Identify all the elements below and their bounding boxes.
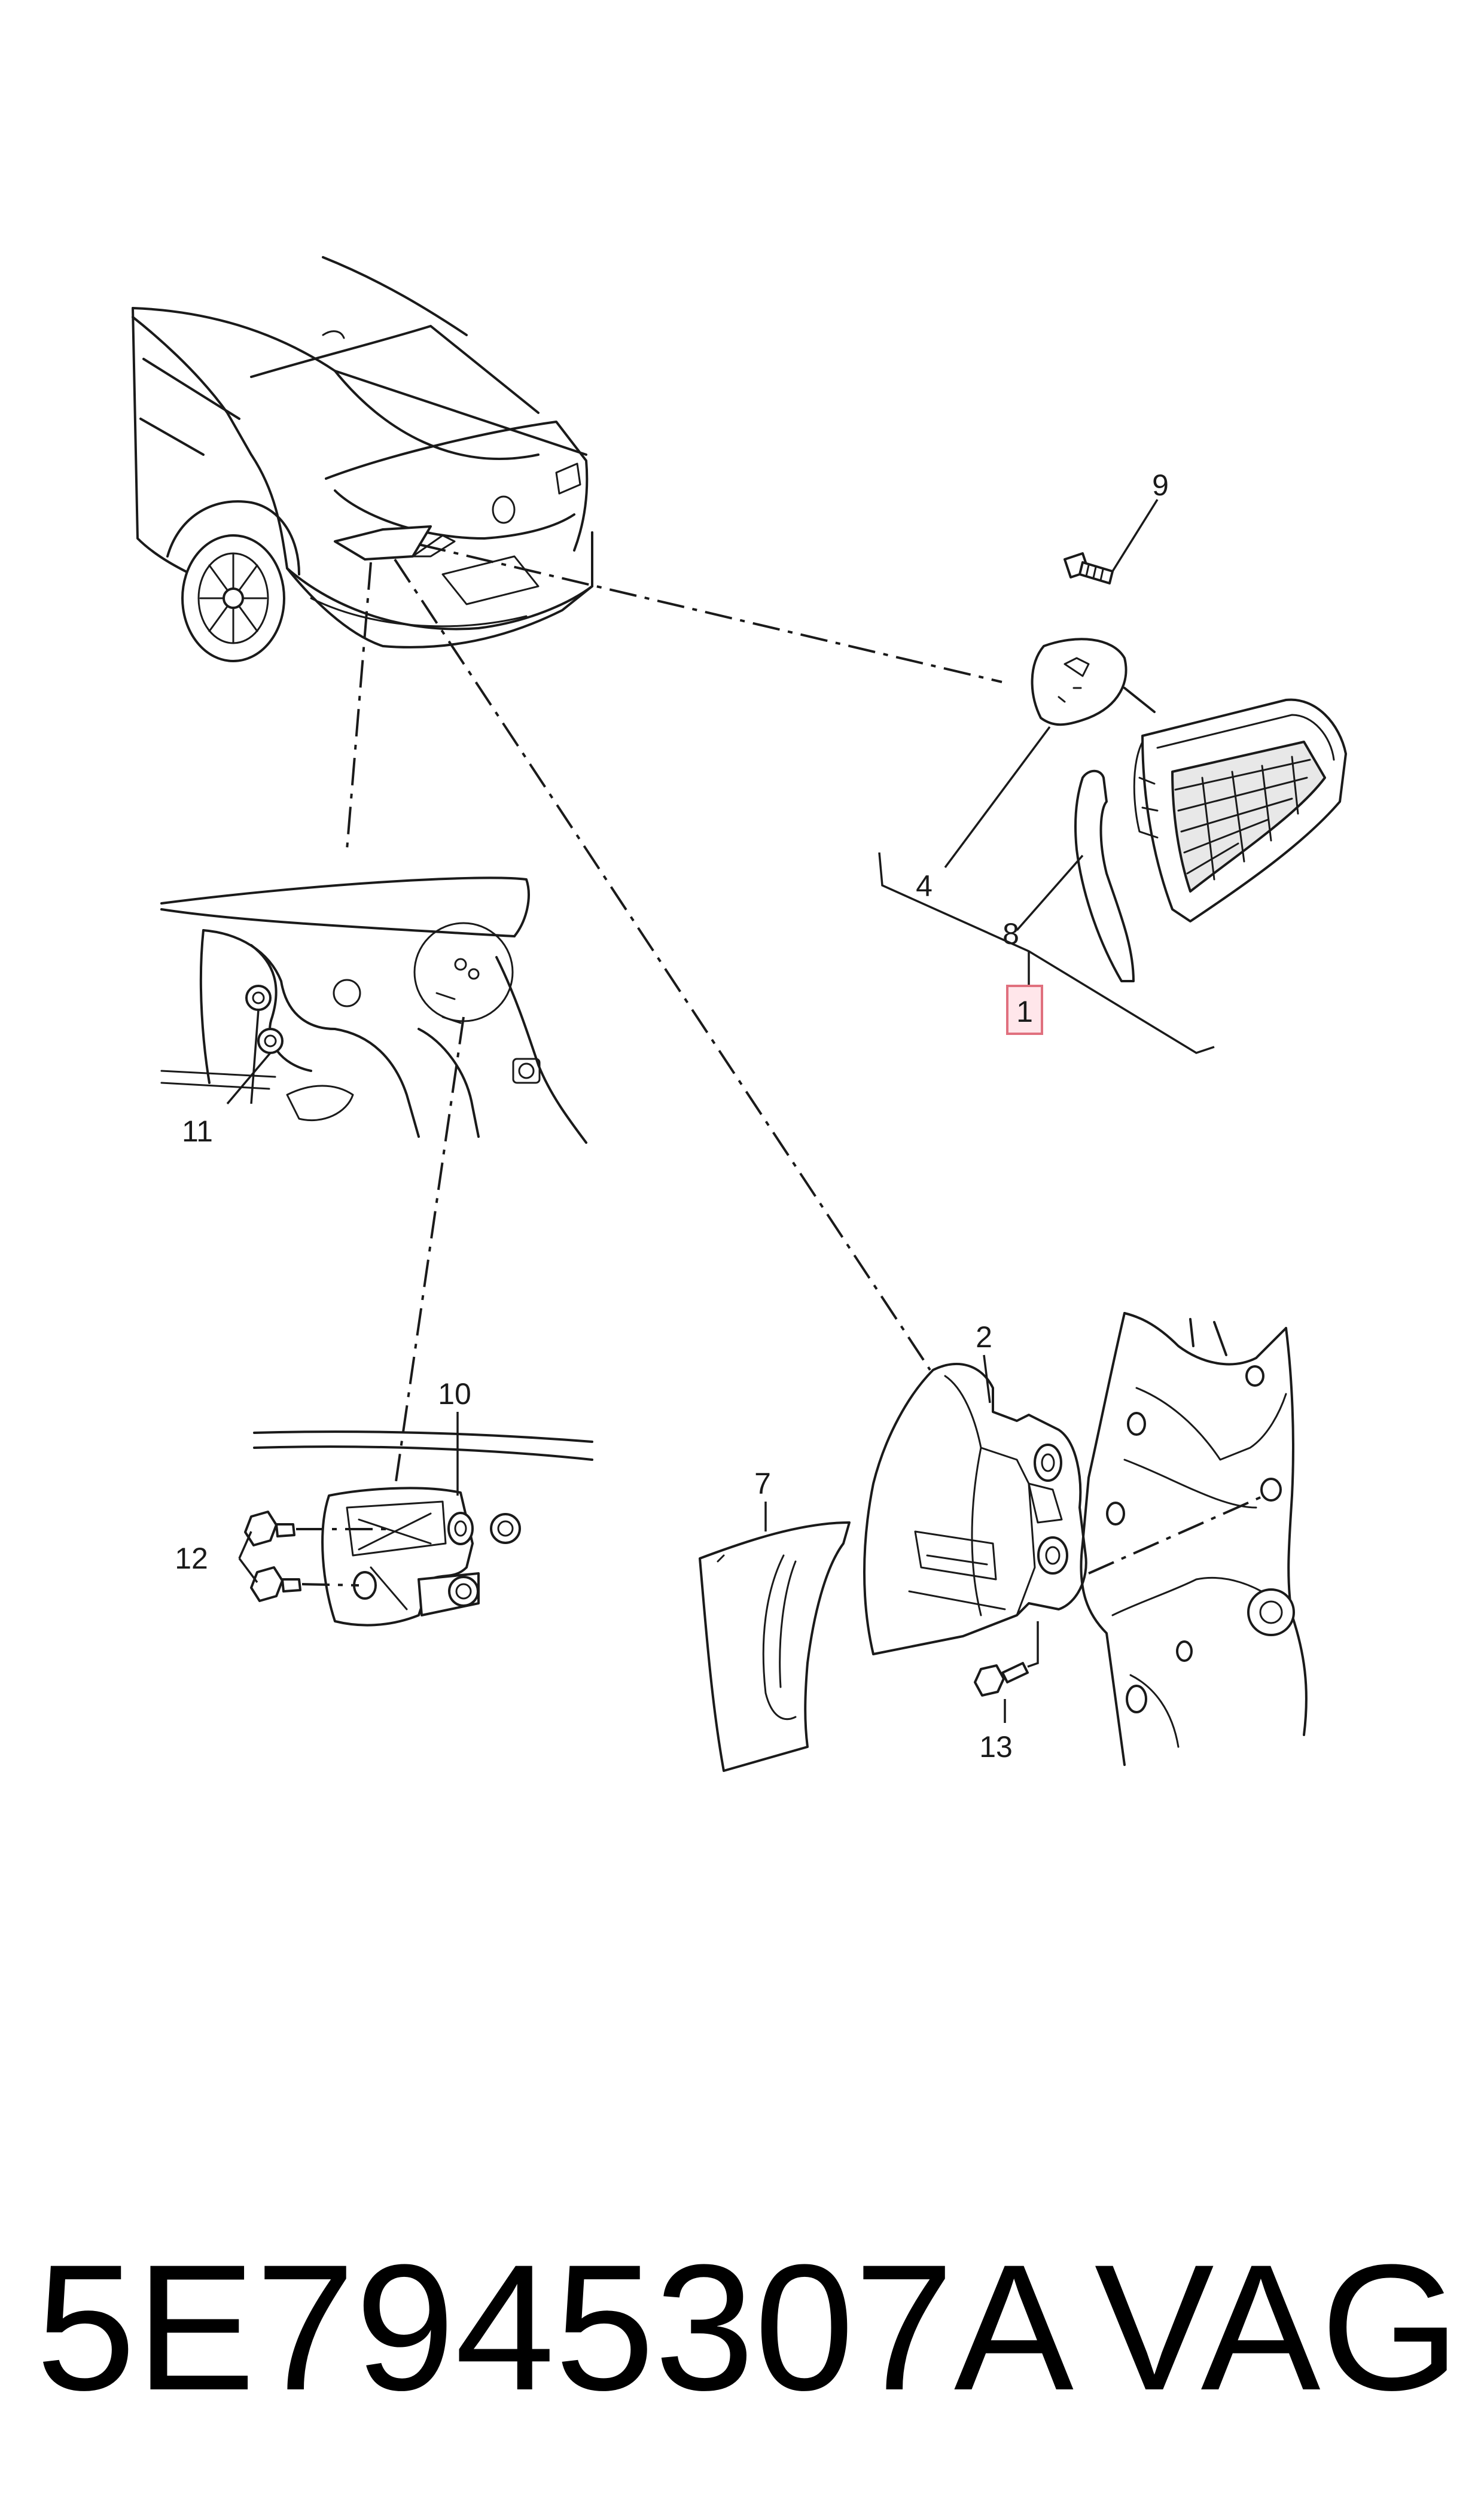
- parts-diagram: 1 2 4 7 8 9 10 11 12 13: [132, 256, 1347, 1772]
- panel-hole-lower: [448, 1576, 479, 1607]
- panel-hole-upper: [490, 1513, 521, 1544]
- brand-name: VAG: [1094, 2227, 1460, 2428]
- callout-9: 9: [1152, 468, 1169, 502]
- lamp-carrier-2: [863, 1363, 1087, 1655]
- callout-8: 8: [1002, 917, 1019, 951]
- part-footer: 5E7945307A VAG: [36, 2225, 1460, 2429]
- callout-7: 7: [754, 1467, 771, 1500]
- inner-panel-illustration: [160, 876, 587, 1144]
- callout-labels: 1 2 4 7 8 9 10 11 12 13: [175, 468, 1169, 1764]
- cover-trim-7: [699, 1521, 851, 1772]
- car-rear-illustration: [132, 256, 593, 662]
- callout-4: 4: [916, 869, 933, 903]
- seal-strip-8: [1074, 769, 1135, 982]
- callout-leaders: [226, 499, 1159, 1723]
- bolt-12-lower: [250, 1566, 359, 1602]
- callout-13: 13: [979, 1730, 1013, 1764]
- bolt-12-upper: [244, 1511, 389, 1546]
- callout-2: 2: [976, 1320, 992, 1354]
- nut-11-upper: [245, 985, 272, 1011]
- detail-circle: [413, 922, 514, 1022]
- mounting-plate-4: [1031, 638, 1128, 726]
- bracket-10-assembly: [244, 1430, 593, 1627]
- callout-11: 11: [182, 1115, 213, 1148]
- screw-13: [974, 1621, 1039, 1697]
- part-number: 5E7945307A: [36, 2227, 1074, 2428]
- callout-1-highlight: [1006, 985, 1043, 1035]
- screw-9: [1064, 552, 1114, 584]
- callout-1: 1: [1016, 995, 1033, 1028]
- callout-10: 10: [438, 1377, 471, 1411]
- nut-11-lower: [257, 1028, 284, 1054]
- tail-light-assembly: [878, 552, 1347, 1054]
- callout-12: 12: [175, 1542, 208, 1575]
- body-panel: [1080, 1312, 1308, 1766]
- tail-lamp-housing: [1133, 698, 1347, 922]
